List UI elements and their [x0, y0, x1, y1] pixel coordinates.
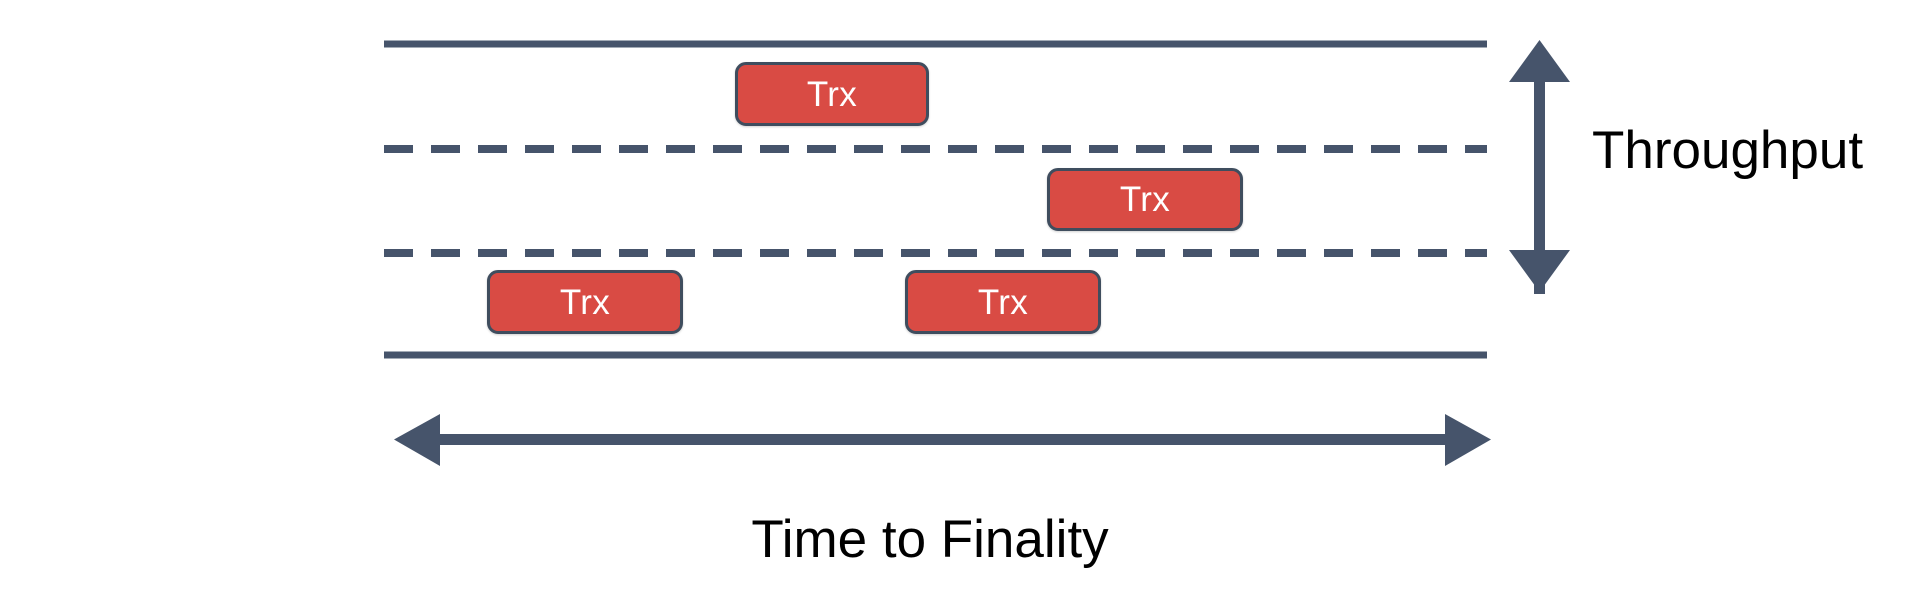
- throughput-axis-label: Throughput: [1592, 121, 1864, 180]
- transaction-label: Trx: [1119, 180, 1171, 219]
- transaction-box[interactable]: Trx: [735, 62, 929, 126]
- time-to-finality-double-arrow-icon: [394, 414, 1491, 466]
- throughput-double-arrow-icon: [1509, 40, 1570, 294]
- transaction-label: Trx: [977, 282, 1029, 322]
- transaction-box[interactable]: Trx: [1047, 168, 1243, 231]
- transaction-box[interactable]: Trx: [905, 270, 1101, 334]
- transaction-box[interactable]: Trx: [487, 270, 683, 334]
- time-to-finality-axis-label: Time to Finality: [751, 510, 1109, 569]
- transaction-label: Trx: [559, 282, 611, 322]
- transaction-label: Trx: [806, 74, 858, 114]
